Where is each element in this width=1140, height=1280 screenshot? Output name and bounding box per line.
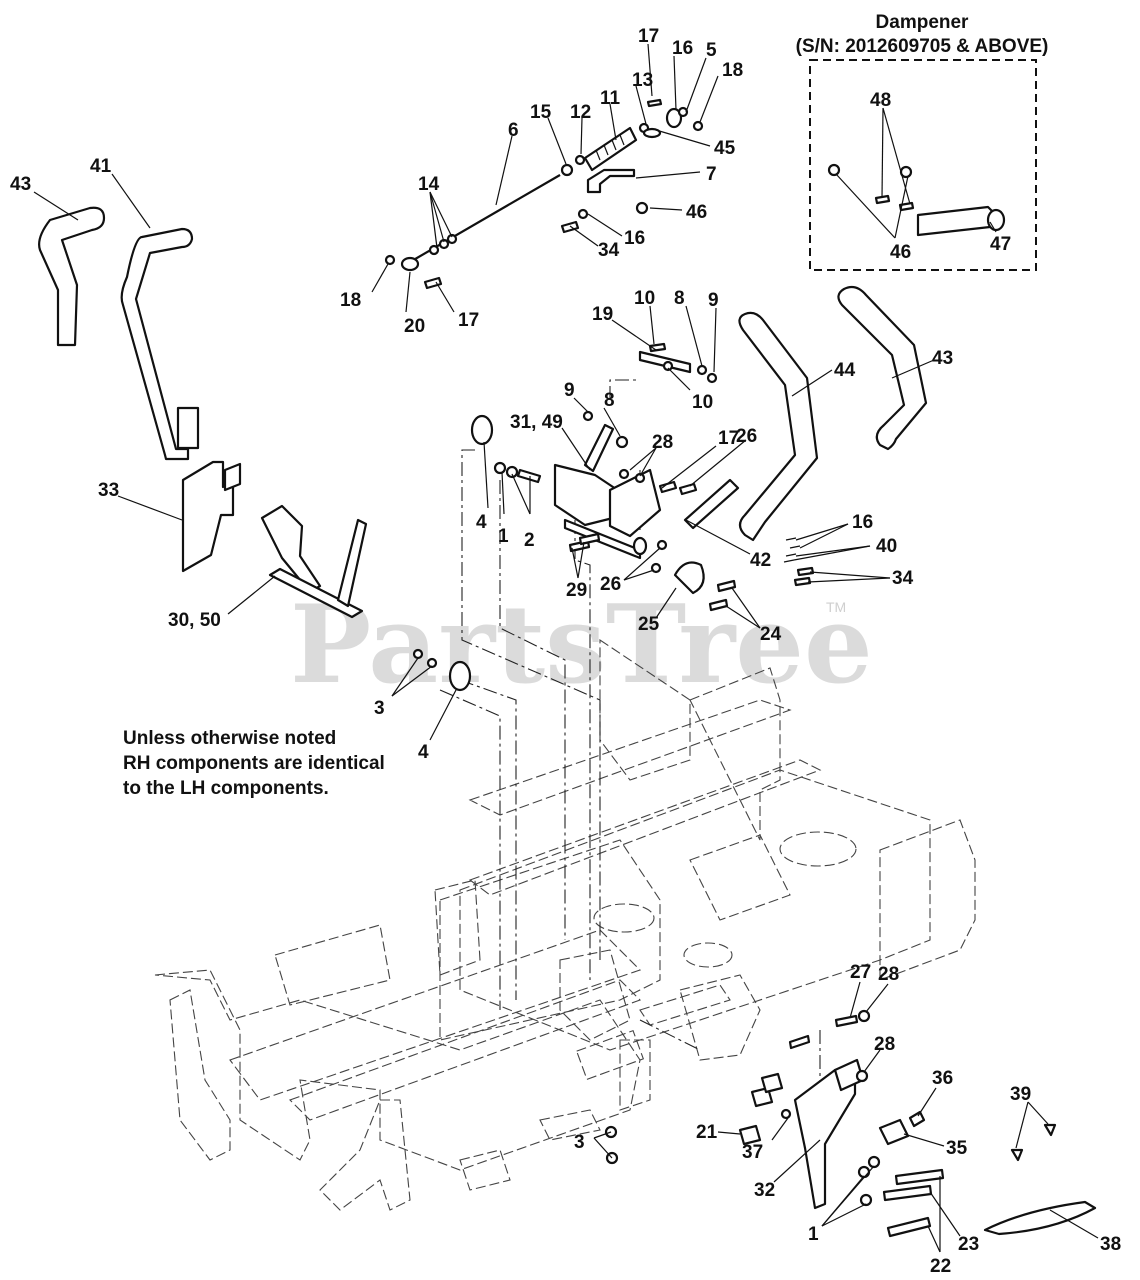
callout: 31, 49 [510,412,563,433]
callout: 36 [932,1068,953,1089]
callout: 34 [598,240,620,261]
damper-19-assembly [638,342,718,384]
callout: 38 [1100,1234,1121,1255]
callout: 43 [10,174,31,195]
callout: 3 [574,1132,585,1153]
callout: 20 [404,316,425,337]
note-line-2: RH components are identical [123,753,385,774]
callout: 17 [718,428,739,449]
callout: 34 [892,568,914,589]
callout: 27 [850,962,871,983]
callout: 11 [600,88,621,109]
callout: 2 [524,530,535,551]
bracket-33 [181,460,242,573]
callout: 26 [600,574,621,595]
callout-labels: 17 16 5 18 13 11 12 15 6 45 7 46 16 34 1… [10,26,1121,1277]
callout: 16 [672,38,693,59]
callout: 42 [750,550,771,571]
leader-lines [33,43,1099,1253]
handle-43-right [837,285,928,451]
dampener-title: Dampener [876,12,970,33]
callout: 25 [638,614,660,635]
callout: 21 [696,1122,718,1143]
callout: 30, 50 [168,610,221,631]
callout: 5 [706,40,717,61]
callout: 4 [418,742,429,763]
callout: 40 [876,536,897,557]
callout: 43 [932,348,953,369]
callout: 13 [632,70,653,91]
callout: 24 [760,624,782,645]
callout: 6 [508,120,519,141]
callout: 10 [692,392,713,413]
callout: 41 [90,156,112,177]
callout: 1 [498,526,509,547]
callout: 45 [714,138,736,159]
callout: 10 [634,288,655,309]
callout: 17 [638,26,659,47]
callout: 23 [958,1234,979,1255]
callout: 46 [686,202,707,223]
hardware-16-40-34 [783,537,815,587]
callout: 29 [566,580,587,601]
callout: 15 [530,102,552,123]
bearing-4-lower [412,648,472,692]
callout: 28 [878,964,899,985]
callout: 37 [742,1142,763,1163]
mower-frame-outline [154,638,976,1211]
callout: 4 [476,512,487,533]
lever-31-49-assembly [470,410,740,612]
callout: 28 [874,1034,895,1055]
callout: 32 [754,1180,775,1201]
callout: 47 [990,234,1011,255]
callout: 44 [834,360,856,381]
dampener-serial: (S/N: 2012609705 & ABOVE) [796,36,1049,57]
callout: 1 [808,1224,819,1245]
callout: 35 [946,1138,968,1159]
dampener-inset-box [809,59,1037,271]
callout: 28 [652,432,673,453]
handle-44 [738,311,819,542]
callout: 16 [852,512,873,533]
callout: 17 [458,310,479,331]
shaft-30-50 [260,504,368,619]
callout: 33 [98,480,119,501]
handle-43-left [38,206,106,347]
callout: 8 [674,288,685,309]
lower-right-assembly [604,1009,1097,1238]
callout: 26 [736,426,757,447]
callout: 14 [418,174,440,195]
note-line-3: to the LH components. [123,778,329,799]
callout: 18 [722,60,743,81]
callout: 12 [570,102,591,123]
callout: 16 [624,228,645,249]
callout: 19 [592,304,613,325]
callout: 9 [564,380,575,401]
callout: 46 [890,242,911,263]
handle-41 [120,227,200,461]
note-line-1: Unless otherwise noted [123,728,336,749]
callout: 9 [708,290,719,311]
callout: 22 [930,1256,951,1277]
dampener-parts [827,163,1006,237]
callout: 48 [870,90,891,111]
linkage-rod-assembly [384,98,704,290]
callout: 39 [1010,1084,1031,1105]
watermark-trademark: TM [826,599,846,615]
callout: 18 [340,290,361,311]
callout: 3 [374,698,385,719]
callout: 7 [706,164,717,185]
callout: 8 [604,390,615,411]
